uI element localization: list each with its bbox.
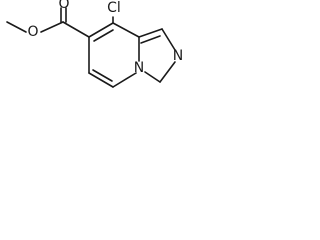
bond-c1-n2 bbox=[161, 28, 176, 51]
bond-c3-n4 bbox=[144, 71, 161, 83]
bond-carbonyl-to-ring bbox=[62, 21, 90, 38]
carbonyl-oxygen-label: O bbox=[58, 0, 69, 12]
imidazole-nitrogen-label: N bbox=[173, 48, 183, 64]
structure-canvas: O O Cl N N bbox=[0, 0, 246, 134]
bridgehead-nitrogen-label: N bbox=[134, 60, 144, 76]
ester-oxygen-label: O bbox=[27, 24, 38, 40]
bond-methyl-o bbox=[6, 21, 27, 33]
chemical-structure: O O Cl N N bbox=[6, 0, 183, 88]
bond-c8a-c1-outer bbox=[138, 28, 163, 38]
bond-c5-c6-outer bbox=[88, 72, 114, 88]
bond-c8a-c1-inner bbox=[140, 35, 161, 44]
bond-c5-c6-inner bbox=[92, 69, 113, 82]
bond-c8-c8a bbox=[112, 22, 140, 38]
bond-n2-c3 bbox=[159, 61, 176, 83]
bond-c7-c8-inner bbox=[93, 29, 114, 42]
bond-o-carbonyl-carbon bbox=[40, 21, 64, 33]
bond-n4-c5 bbox=[112, 72, 137, 88]
chlorine-label: Cl bbox=[107, 0, 121, 16]
bond-c7-c8-outer bbox=[88, 22, 114, 38]
